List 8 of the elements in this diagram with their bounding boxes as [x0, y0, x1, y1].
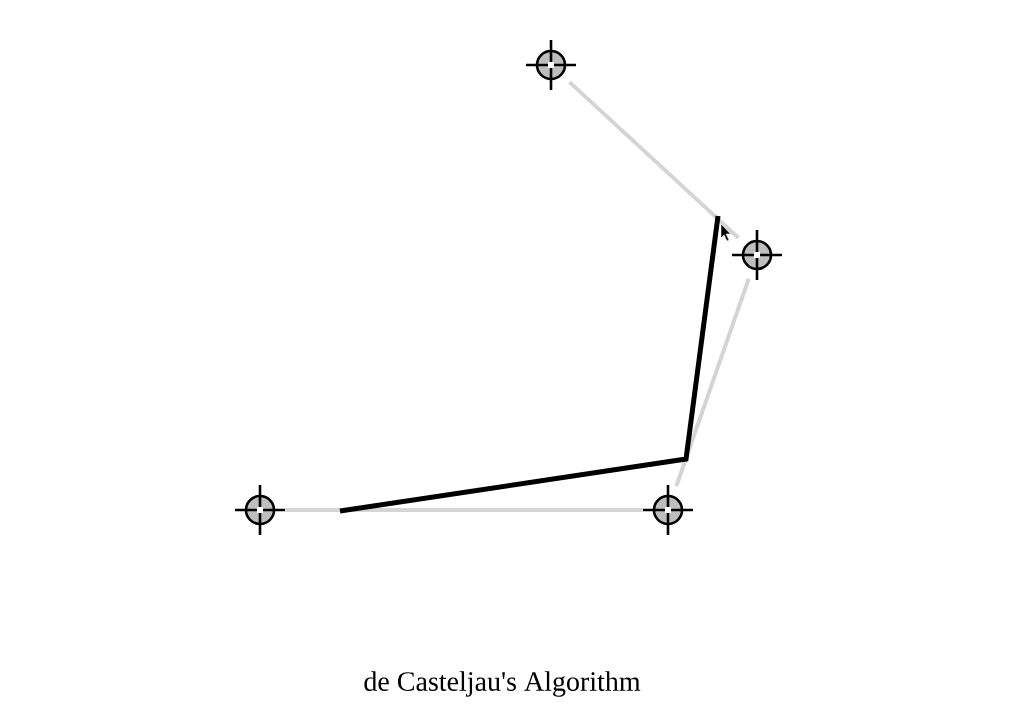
polygon-line [568, 80, 740, 240]
polygon-line [674, 278, 751, 487]
control-point [526, 40, 576, 90]
control-point [235, 485, 285, 535]
control-point [643, 485, 693, 535]
polygon-line [285, 508, 643, 512]
control-point [732, 230, 782, 280]
caption: de Casteljau's Algorithm [364, 671, 641, 697]
